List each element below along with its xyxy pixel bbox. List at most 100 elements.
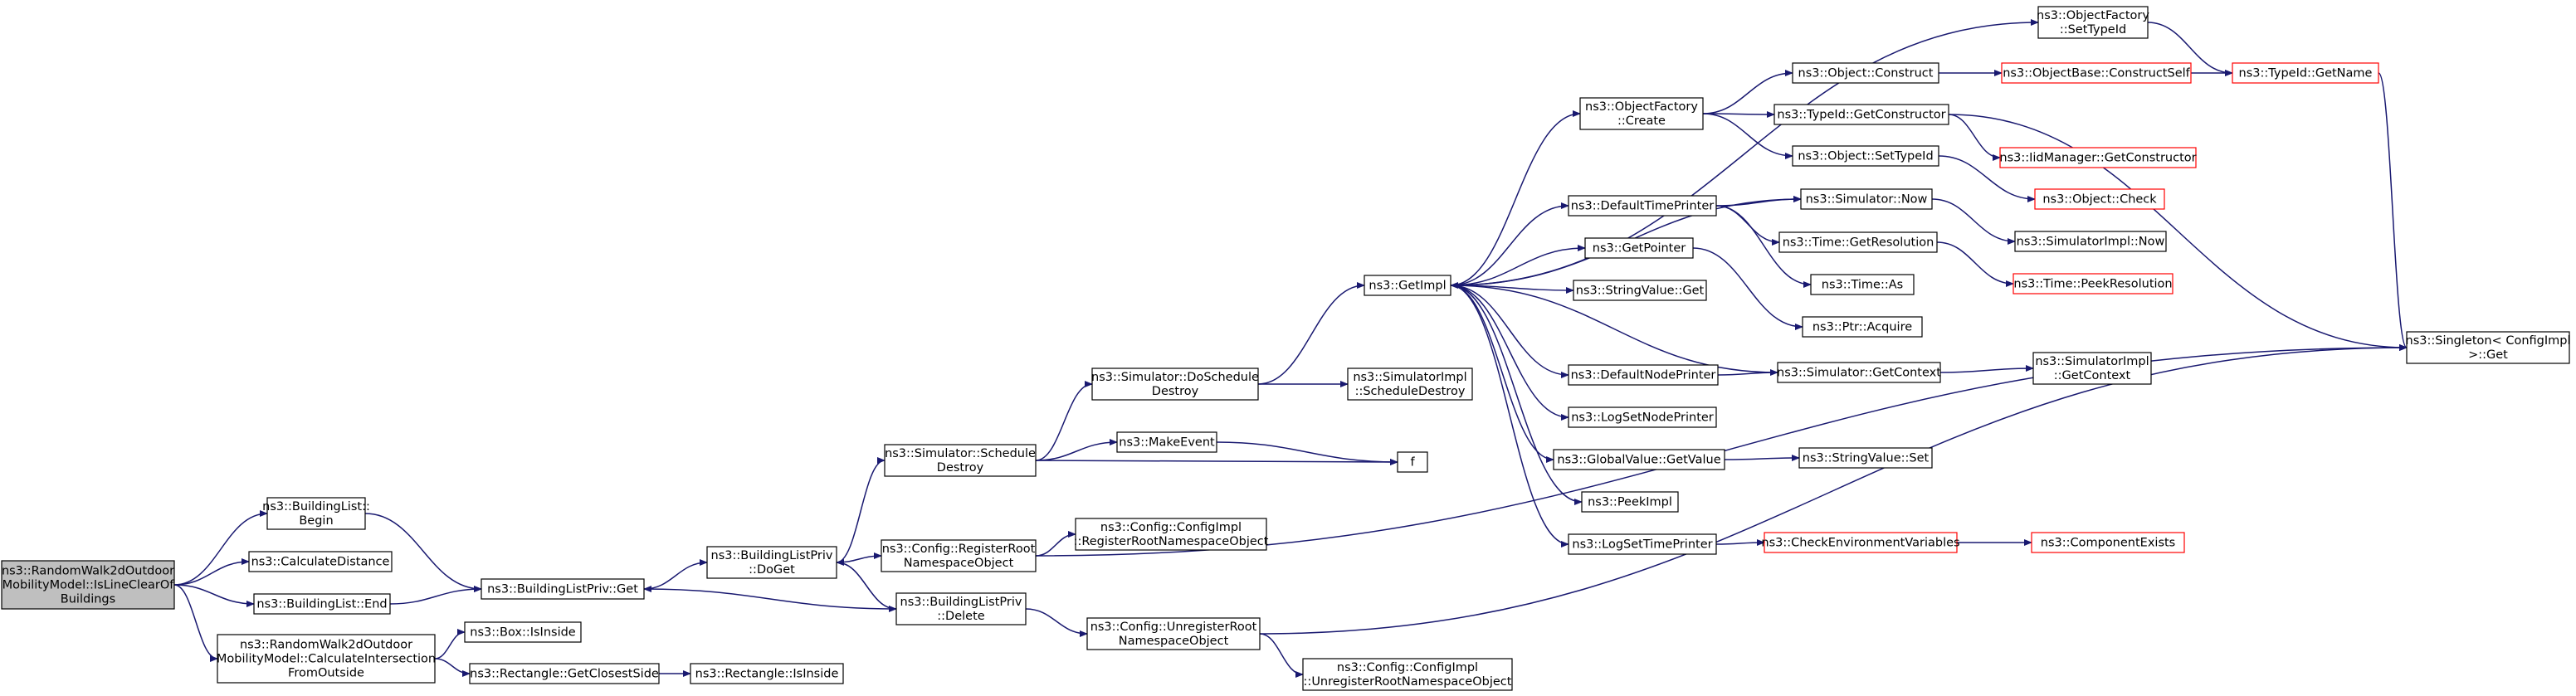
- node-label: ns3::Object::SetTypeId: [1798, 150, 1933, 163]
- edge-get_pointer-to-ptr_acquire: [1692, 247, 1803, 330]
- node-box: [2032, 352, 2152, 385]
- edge-blp_delete-to-cfg_unregister: [1025, 608, 1088, 637]
- node-time_peekres[interactable]: ns3::Time::PeekResolution: [2013, 273, 2174, 294]
- node-label: ns3::Simulator::Schedule: [885, 447, 1036, 460]
- node-object_check[interactable]: ns3::Object::Check: [2034, 188, 2165, 210]
- node-box: [2014, 231, 2167, 252]
- edge-objfactory_create-to-object_construct: [1702, 70, 1793, 114]
- node-simimpl_now[interactable]: ns3::SimulatorImpl::Now: [2014, 231, 2167, 252]
- node-stringvalue_set[interactable]: ns3::StringValue::Set: [1798, 447, 1933, 469]
- node-box: [690, 663, 844, 684]
- node-bl_end[interactable]: ns3::BuildingList::End: [253, 593, 391, 615]
- node-label: ns3::BuildingList::: [262, 500, 370, 513]
- node-simulator_getcontext[interactable]: ns3::Simulator::GetContext: [1777, 362, 1941, 383]
- node-label: ns3::Object::Construct: [1798, 67, 1934, 80]
- node-simimpl_schedule[interactable]: ns3::SimulatorImpl::ScheduleDestroy: [1347, 367, 1473, 401]
- node-label: ns3::ObjectFactory: [1585, 100, 1698, 114]
- node-blp_doget[interactable]: ns3::BuildingListPriv::DoGet: [706, 546, 837, 579]
- node-label: ns3::MakeEvent: [1119, 436, 1215, 450]
- node-make_event[interactable]: ns3::MakeEvent: [1116, 431, 1217, 453]
- edge-sim_sched_destroy-to-f: [1035, 458, 1398, 465]
- node-layer: ns3::RandomWalk2dOutdoorMobilityModel::I…: [1, 6, 2571, 691]
- node-default_time_printer[interactable]: ns3::DefaultTimePrinter: [1568, 195, 1717, 217]
- node-label: ns3::Rectangle::GetClosestSide: [470, 668, 659, 681]
- node-box: [1800, 188, 1933, 210]
- node-time_as[interactable]: ns3::Time::As: [1810, 274, 1915, 295]
- node-calc_dist[interactable]: ns3::CalculateDistance: [248, 551, 393, 572]
- node-logset_time_printer[interactable]: ns3::LogSetTimePrinter: [1568, 533, 1717, 555]
- node-iidmanager[interactable]: ns3::IidManager::GetConstructor: [1999, 147, 2197, 168]
- edge-root-to-bl_end: [173, 584, 255, 607]
- node-get_pointer[interactable]: ns3::GetPointer: [1584, 237, 1694, 259]
- node-box: [1364, 275, 1451, 296]
- node-box: [1553, 449, 1725, 470]
- node-label: ns3::ObjectBase::ConstructSelf: [2003, 67, 2190, 80]
- node-box: [1773, 104, 1949, 125]
- node-check_env[interactable]: ns3::CheckEnvironmentVariables: [1761, 532, 1960, 553]
- node-rect_closest[interactable]: ns3::Rectangle::GetClosestSide: [469, 663, 660, 684]
- node-globalvalue_getvalue[interactable]: ns3::GlobalValue::GetValue: [1553, 449, 1725, 470]
- node-object_settypeid[interactable]: ns3::Object::SetTypeId: [1792, 145, 1939, 167]
- edge-objfactory_settypeid-to-typeid_getname: [2147, 22, 2233, 76]
- node-label: ns3::SimulatorImpl::Now: [2017, 236, 2165, 249]
- edge-getimpl-to-objfactory_settypeid: [1450, 19, 2039, 286]
- node-simimpl_getcontext[interactable]: ns3::SimulatorImpl::GetContext: [2032, 352, 2152, 385]
- edge-default_time_printer-to-time_as: [1715, 205, 1812, 288]
- node-root[interactable]: ns3::RandomWalk2dOutdoorMobilityModel::I…: [1, 560, 175, 610]
- node-label: ns3::Time::PeekResolution: [2013, 278, 2172, 291]
- node-blp_get[interactable]: ns3::BuildingListPriv::Get: [481, 578, 645, 600]
- node-box: [884, 444, 1037, 477]
- node-objfactory_create[interactable]: ns3::ObjectFactory::Create: [1579, 97, 1704, 130]
- node-objfactory_settypeid[interactable]: ns3::ObjectFactory::SetTypeId: [2037, 6, 2149, 39]
- node-typeid_getname[interactable]: ns3::TypeId::GetName: [2232, 62, 2379, 84]
- node-rect_inside[interactable]: ns3::Rectangle::IsInside: [690, 663, 844, 684]
- node-typeid_getconstructor[interactable]: ns3::TypeId::GetConstructor: [1773, 104, 1949, 125]
- node-time_getresolution[interactable]: ns3::Time::GetResolution: [1778, 231, 1938, 253]
- node-box: [1116, 431, 1217, 453]
- node-singleton_get[interactable]: ns3::Singleton< ConfigImpl >::Get: [2406, 331, 2571, 364]
- node-label: FromOutside: [288, 667, 364, 680]
- node-logset_node_printer[interactable]: ns3::LogSetNodePrinter: [1568, 406, 1717, 428]
- node-label: ::SetTypeId: [2060, 23, 2126, 37]
- node-label: ::RegisterRootNamespaceObject: [1074, 535, 1269, 548]
- node-box: [1798, 447, 1933, 469]
- node-objectbase_construct[interactable]: ns3::ObjectBase::ConstructSelf: [2001, 62, 2192, 84]
- node-box: [1, 560, 175, 610]
- node-label: f: [1410, 456, 1415, 470]
- node-simulator_now[interactable]: ns3::Simulator::Now: [1800, 188, 1933, 210]
- node-cfg_unregister[interactable]: ns3::Config::UnregisterRootNamespaceObje…: [1086, 617, 1261, 650]
- node-box: [1568, 406, 1717, 428]
- node-cfgimpl_unregister[interactable]: ns3::Config::ConfigImpl::UnregisterRootN…: [1302, 658, 1513, 691]
- node-label: ns3::Object::Check: [2042, 193, 2157, 207]
- edge-calc_inter-to-box_inside: [434, 629, 466, 659]
- node-label: ns3::RandomWalk2dOutdoor: [2, 565, 174, 578]
- node-default_node_printer[interactable]: ns3::DefaultNodePrinter: [1568, 364, 1719, 386]
- node-box: [1568, 533, 1717, 555]
- node-component_exists[interactable]: ns3::ComponentExists: [2031, 532, 2185, 553]
- node-sim_sched_destroy[interactable]: ns3::Simulator::ScheduleDestroy: [884, 444, 1037, 477]
- node-getimpl[interactable]: ns3::GetImpl: [1364, 275, 1451, 296]
- node-box_inside[interactable]: ns3::Box::IsInside: [464, 621, 582, 643]
- node-box: [481, 578, 645, 600]
- edge-time_getresolution-to-time_peekres: [1936, 241, 2014, 287]
- node-box: [266, 497, 366, 530]
- node-cfg_register[interactable]: ns3::Config::RegisterRootNamespaceObject: [881, 539, 1037, 572]
- node-ptr_acquire[interactable]: ns3::Ptr::Acquire: [1802, 316, 1923, 338]
- node-calc_inter[interactable]: ns3::RandomWalk2dOutdoorMobilityModel::C…: [217, 634, 436, 684]
- edge-getimpl-to-get_pointer: [1450, 245, 1586, 286]
- node-stringvalue_get[interactable]: ns3::StringValue::Get: [1573, 280, 1707, 301]
- node-f[interactable]: f: [1397, 451, 1428, 473]
- node-bl_begin[interactable]: ns3::BuildingList::Begin: [262, 497, 370, 530]
- node-cfgimpl_register[interactable]: ns3::Config::ConfigImpl::RegisterRootNam…: [1074, 518, 1269, 551]
- node-label: ns3::GetImpl: [1368, 280, 1446, 293]
- edge-blp_delete-to-blp_get: [643, 586, 897, 610]
- edge-getimpl-to-logset_time_printer: [1450, 285, 1569, 548]
- node-object_construct[interactable]: ns3::Object::Construct: [1792, 62, 1939, 84]
- node-peekimpl[interactable]: ns3::PeekImpl: [1581, 491, 1679, 513]
- node-label: ns3::Singleton< ConfigImpl: [2406, 334, 2571, 348]
- edge-cfg_unregister-to-singleton_get: [1259, 344, 2408, 635]
- node-box: [253, 593, 391, 615]
- node-blp_delete[interactable]: ns3::BuildingListPriv::Delete: [895, 592, 1027, 625]
